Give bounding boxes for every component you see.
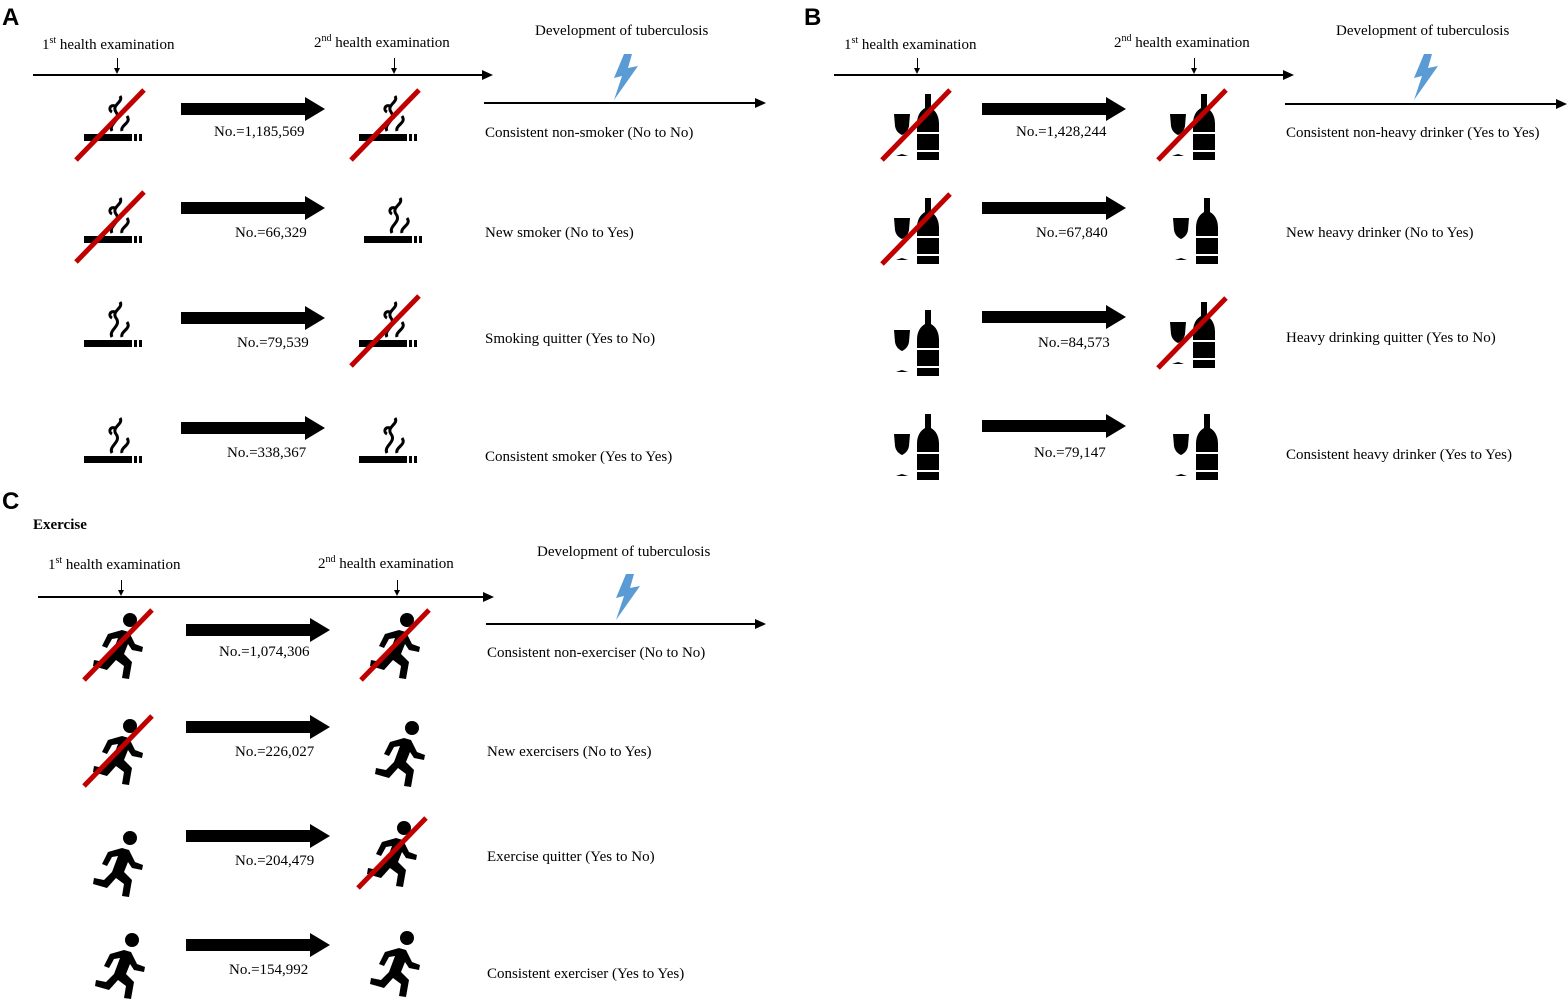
row-label: Smoking quitter (Yes to No) [485,331,656,347]
exam2-pointer [391,58,397,74]
transition-arrow [186,933,330,957]
wine-bottle-icon [1155,188,1235,268]
panel-label: B [804,4,822,31]
running-person-icon [360,712,440,792]
transition-arrow [186,824,330,848]
wine-bottle-icon [1155,404,1235,484]
exam1-pointer [118,580,124,596]
exam2-label: 2nd health examination [314,33,450,51]
row-label: Consistent non-exerciser (No to No) [487,645,706,661]
row-label: Consistent exerciser (Yes to Yes) [487,966,685,982]
cigarette-icon [345,406,425,486]
cigarette-icon [350,186,430,266]
row-label: Consistent non-smoker (No to No) [485,125,694,141]
running-person-icon [355,922,435,1002]
outcome-arrow [484,98,766,108]
cross-icon [1152,84,1232,164]
cross-icon [78,710,158,790]
row-count: No.=204,479 [235,853,315,869]
transition-arrow [186,715,330,739]
cross-icon [78,604,158,684]
exam2-pointer [1191,58,1197,74]
row-count: No.=67,840 [1036,225,1108,241]
outcome-arrow [1285,99,1567,109]
exam1-label: 1st health examination [42,35,175,53]
running-person-icon [80,924,160,1004]
row-count: No.=154,992 [229,962,309,978]
row-label: Consistent heavy drinker (Yes to Yes) [1286,447,1512,463]
wine-bottle-icon [876,404,956,484]
row-label: New smoker (No to Yes) [485,225,634,241]
cross-icon [345,290,425,370]
row-label: New heavy drinker (No to Yes) [1286,225,1474,241]
transition-arrow [181,416,325,440]
panel-label: C [2,488,20,515]
transition-arrow [181,196,325,220]
development-label: Development of tuberculosis [537,544,711,560]
transition-arrow [186,618,330,642]
panel-title: Exercise [33,517,87,533]
wine-bottle-icon [876,300,956,380]
lightning-icon [610,54,640,100]
exam1-pointer [114,58,120,74]
transition-arrow [181,97,325,121]
transition-arrow [982,196,1126,220]
cross-icon [1152,292,1232,372]
cross-icon [70,186,150,266]
cross-icon [70,84,150,164]
outcome-arrow [486,619,766,629]
exam2-pointer [394,580,400,596]
exam2-label: 2nd health examination [1114,33,1250,51]
row-count: No.=226,027 [235,744,315,760]
row-count: No.=1,185,569 [214,124,305,140]
cross-icon [876,188,956,268]
row-count: No.=84,573 [1038,335,1110,351]
exam1-label: 1st health examination [844,35,977,53]
exam2-label: 2nd health examination [318,554,454,572]
row-label: Consistent non-heavy drinker (Yes to Yes… [1286,125,1540,141]
cross-icon [352,812,432,892]
transition-arrow [982,305,1126,329]
timeline-arrow [834,70,1294,80]
row-count: No.=1,074,306 [219,644,310,660]
lightning-icon [1410,54,1440,100]
cross-icon [876,84,956,164]
transition-arrow [982,97,1126,121]
cross-icon [345,84,425,164]
row-count: No.=1,428,244 [1016,124,1107,140]
row-label: New exercisers (No to Yes) [487,744,652,760]
row-count: No.=338,367 [227,445,307,461]
row-count: No.=66,329 [235,225,307,241]
row-count: No.=79,539 [237,335,309,351]
development-label: Development of tuberculosis [1336,23,1510,39]
cross-icon [355,604,435,684]
transition-arrow [982,414,1126,438]
exam1-pointer [914,58,920,74]
transition-arrow [181,306,325,330]
exam1-label: 1st health examination [48,555,181,573]
timeline-arrow [38,592,494,602]
cigarette-icon [70,290,150,370]
development-label: Development of tuberculosis [535,23,709,39]
cigarette-icon [70,406,150,486]
row-count: No.=79,147 [1034,445,1106,461]
row-label: Exercise quitter (Yes to No) [487,849,655,865]
running-person-icon [78,822,158,902]
row-label: Consistent smoker (Yes to Yes) [485,449,673,465]
row-label: Heavy drinking quitter (Yes to No) [1286,330,1496,346]
timeline-arrow [33,70,493,80]
panel-label: A [2,4,20,31]
lightning-icon [612,574,642,620]
